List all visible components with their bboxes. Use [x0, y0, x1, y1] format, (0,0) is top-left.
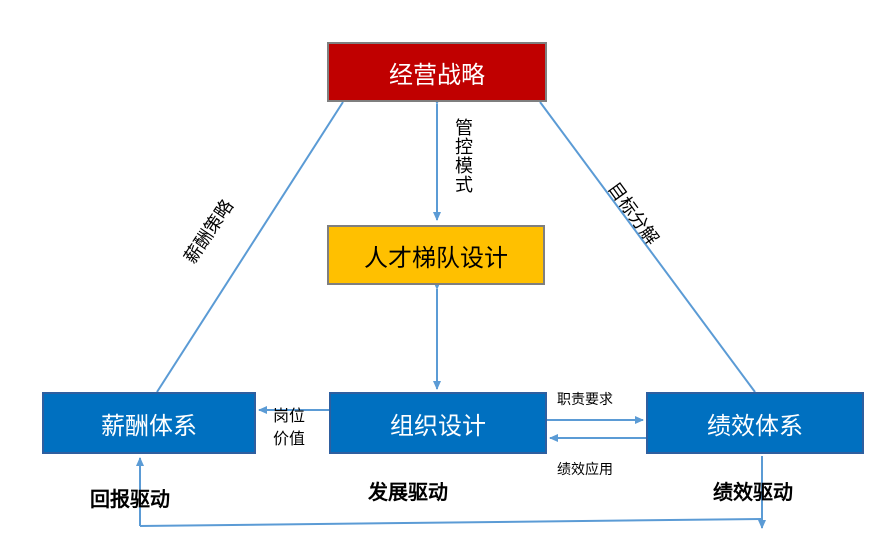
org-label: 组织设计: [390, 411, 486, 440]
strategy-box: 经营战略: [327, 42, 547, 102]
job-requirements-label: 职责要求: [557, 392, 613, 408]
performance-label: 绩效体系: [707, 411, 803, 440]
job-value-label-line1: 岗位: [273, 406, 306, 425]
performance-box: 绩效体系: [646, 392, 864, 454]
talent-box: 人才梯队设计: [327, 225, 545, 285]
bottom-loop-line: [139, 518, 763, 527]
job-value-label-line2: 价值: [273, 429, 306, 448]
reward-driver-label: 回报驱动: [90, 487, 170, 511]
org-box: 组织设计: [329, 392, 547, 454]
strategy-label: 经营战略: [389, 60, 485, 89]
target-breakdown-line: [539, 101, 756, 393]
salary-label: 薪酬体系: [101, 411, 197, 440]
talent-label: 人才梯队设计: [364, 243, 508, 272]
performance-driver-label: 绩效驱动: [713, 480, 793, 504]
development-driver-label: 发展驱动: [368, 480, 448, 504]
salary-box: 薪酬体系: [42, 392, 256, 454]
control-mode-label: 管控模式: [452, 118, 473, 194]
salary-strategy-line: [156, 101, 344, 393]
performance-application-label: 绩效应用: [557, 462, 613, 478]
